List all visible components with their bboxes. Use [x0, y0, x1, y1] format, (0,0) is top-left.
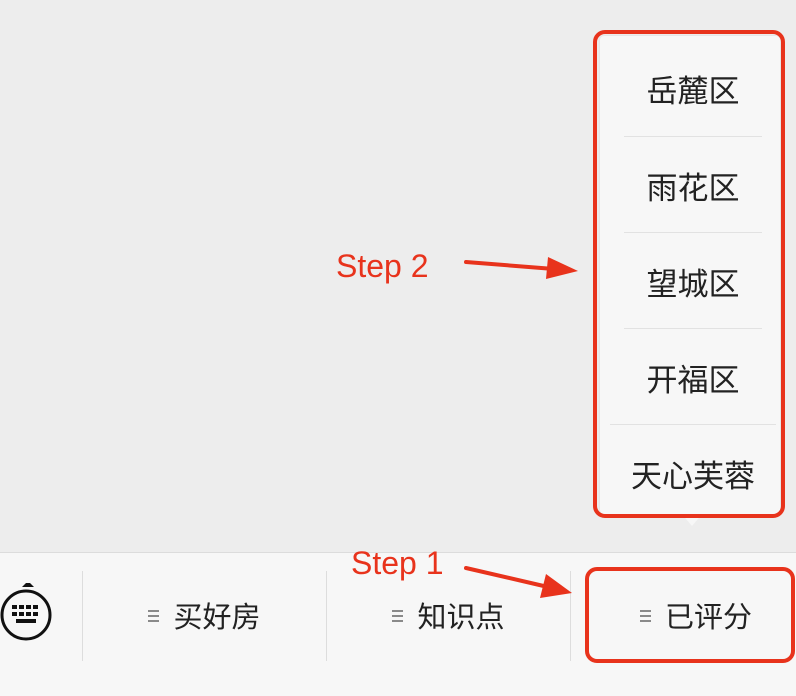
submenu-item-yuhua[interactable]: 雨花区: [624, 136, 762, 233]
custom-menu-bar: 买好房 知识点 已评分: [0, 552, 796, 696]
menu-tab-label: 买好房: [173, 600, 261, 634]
menubar-divider: [570, 571, 571, 661]
submenu-item-label: 开福区: [646, 362, 740, 399]
submenu-pointer: [680, 512, 704, 526]
menu-tab-label: 已评分: [664, 600, 752, 634]
menu-tab-buy-house[interactable]: 买好房: [83, 583, 326, 647]
submenu-popup: 岳麓区 雨花区 望城区 开福区 天心芙蓉: [600, 36, 780, 514]
step2-arrow-icon: [464, 257, 578, 279]
submenu-item-label: 岳麓区: [646, 73, 740, 110]
menu-lines-icon: [639, 607, 651, 625]
submenu-item-yuelu[interactable]: 岳麓区: [624, 40, 762, 136]
menu-tab-knowledge[interactable]: 知识点: [327, 583, 570, 647]
submenu-item-tianxin-furong[interactable]: 天心芙蓉: [610, 424, 776, 521]
submenu-item-kaifu[interactable]: 开福区: [624, 328, 762, 425]
submenu-item-label: 雨花区: [646, 170, 740, 207]
menu-tab-rated[interactable]: 已评分: [596, 583, 796, 647]
submenu-item-label: 天心芙蓉: [631, 458, 755, 495]
menubar-divider: [82, 571, 83, 661]
submenu-item-wangcheng[interactable]: 望城区: [624, 232, 762, 329]
menu-lines-icon: [148, 607, 160, 625]
step1-arrow-icon: [464, 566, 572, 598]
menu-tab-label: 知识点: [417, 600, 505, 634]
submenu-item-label: 望城区: [646, 266, 740, 303]
menu-lines-icon: [392, 607, 404, 625]
step2-label: Step 2: [336, 248, 429, 284]
keyboard-toggle-button[interactable]: [0, 581, 56, 653]
step1-label: Step 1: [351, 545, 444, 581]
keyboard-icon: [0, 581, 52, 641]
menubar-divider: [326, 571, 327, 661]
